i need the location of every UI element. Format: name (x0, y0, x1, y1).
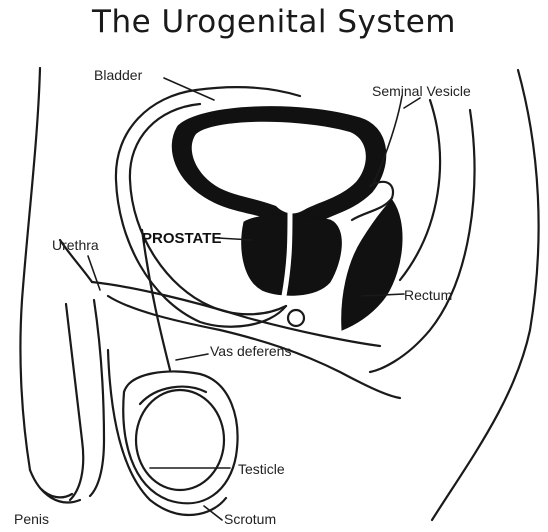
scrotum-label: Scrotum (224, 511, 276, 527)
vas-deferens-leader (176, 354, 208, 360)
penis-label: Penis (14, 511, 49, 527)
epididymis (140, 387, 206, 404)
vas-deferens-label: Vas deferens (210, 343, 291, 359)
penis-upper (92, 282, 380, 346)
urethra-leader (88, 256, 100, 290)
rectum-label: Rectum (404, 287, 452, 303)
testicle-shape (136, 390, 224, 490)
body-front-outline (20, 68, 40, 470)
penis-lower (66, 304, 83, 500)
seminal-vesicle-label: Seminal Vesicle (372, 83, 471, 99)
seminal-vesicle-leader (404, 98, 420, 108)
prostate-label: PROSTATE (142, 230, 221, 247)
inner-back-line (400, 100, 440, 280)
testicle-label: Testicle (238, 461, 285, 477)
scrotum-sac (123, 371, 237, 503)
urethra-label: Urethra (52, 237, 99, 253)
ejaculatory-loop (288, 310, 304, 326)
bladder-label: Bladder (94, 67, 143, 83)
penis-inner (90, 300, 104, 496)
rectum-wall (342, 200, 402, 330)
